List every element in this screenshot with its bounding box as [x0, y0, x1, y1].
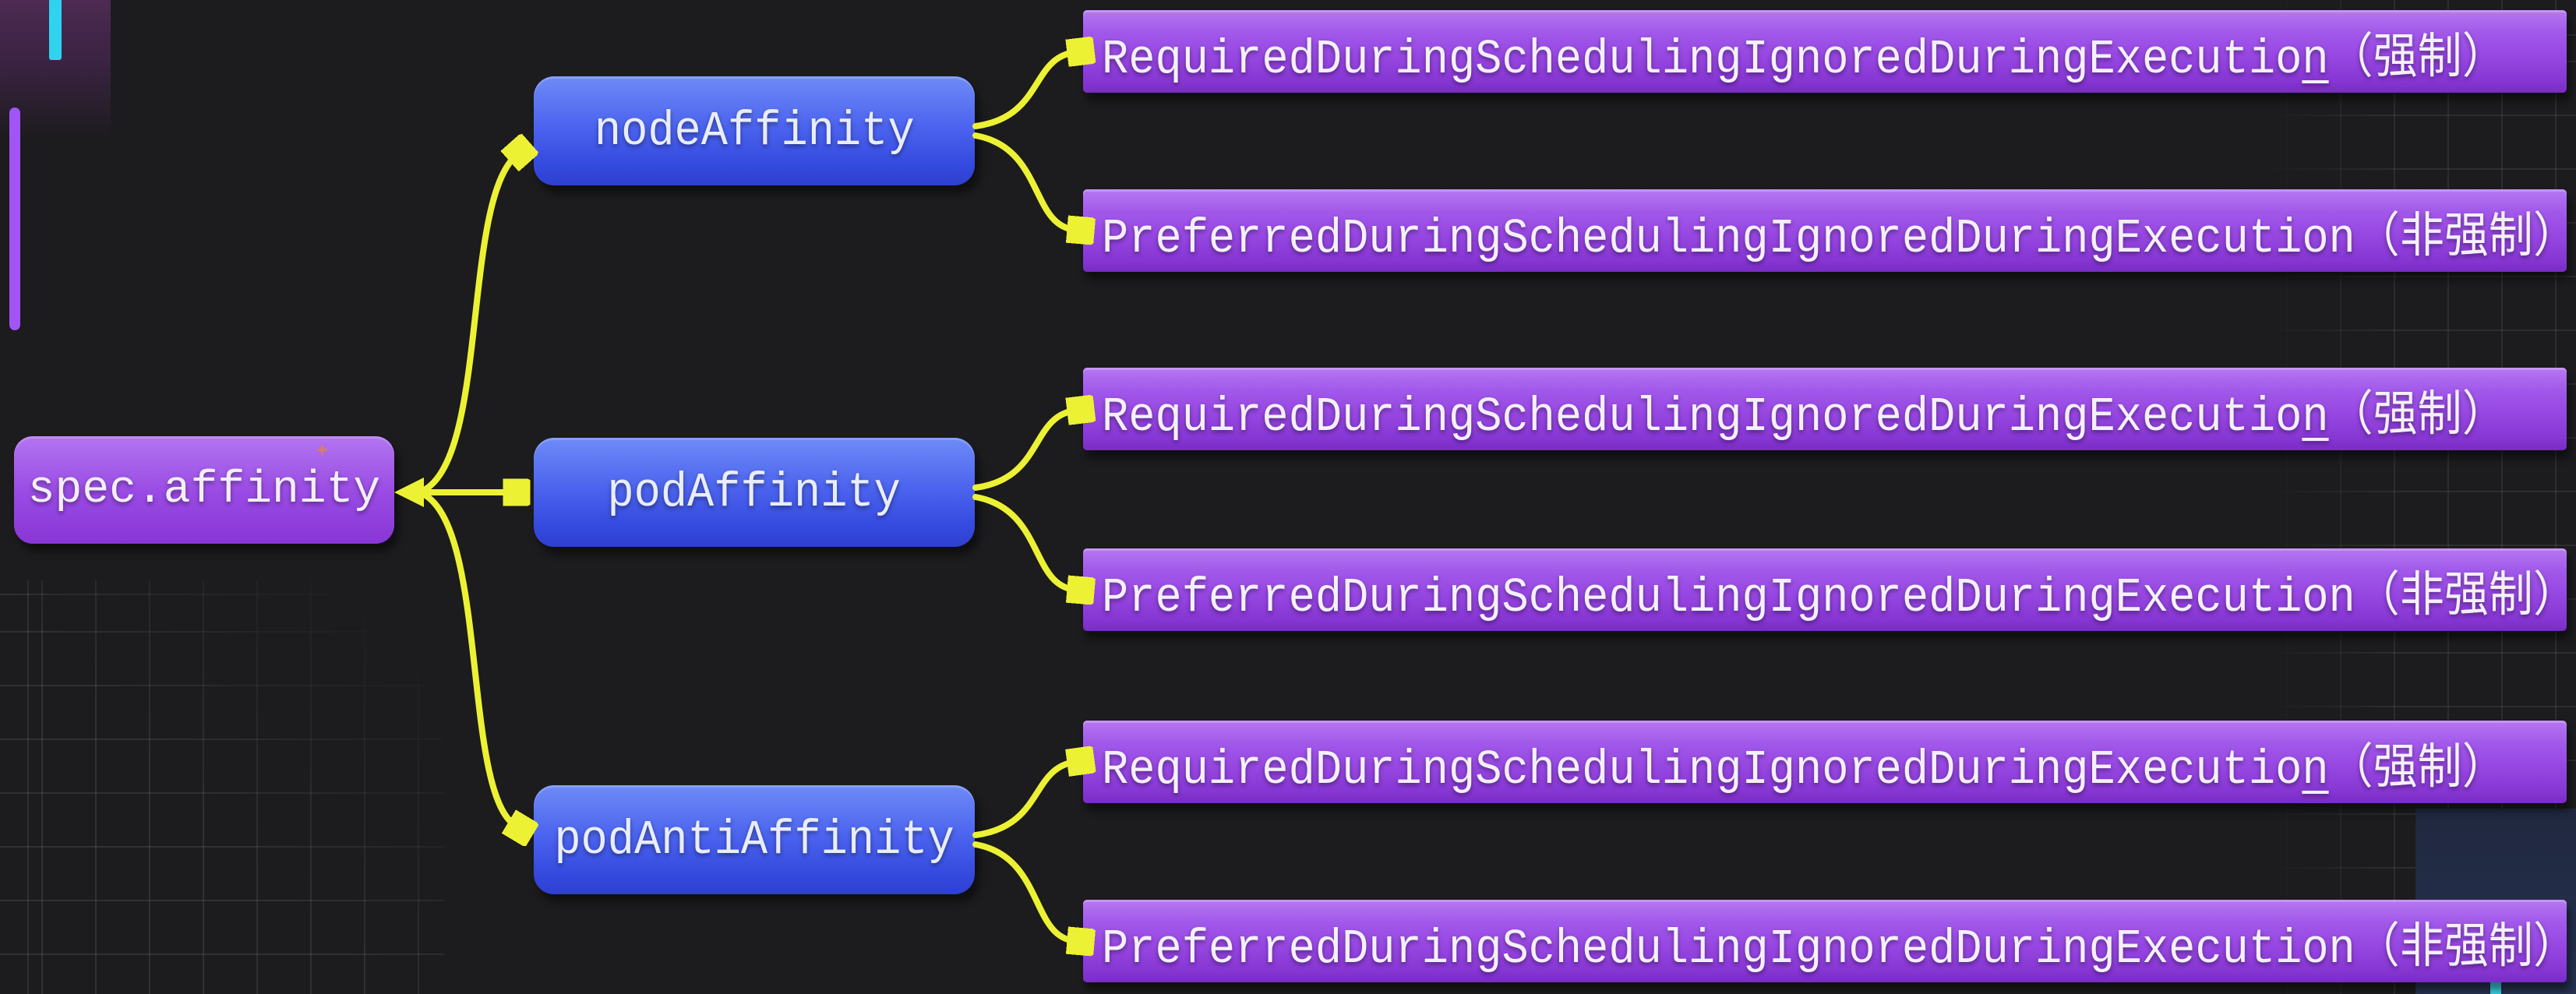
arrow-podantiaffinity-to-preferred — [972, 841, 1075, 941]
arrow-nodeaffinity-to-preferred — [972, 132, 1075, 230]
leaf-label-main: PreferredDuringSchedulingIgnoredDuringEx… — [1102, 569, 2355, 626]
leaf-label-main: PreferredDuringSchedulingIgnoredDuringEx… — [1102, 210, 2355, 266]
leaf-label-suffix: （非强制） — [2355, 921, 2576, 977]
leaf-label-underlined: n — [2302, 389, 2329, 445]
leaf-label: RequiredDuringSchedulingIgnoredDuringExe… — [1102, 374, 2507, 445]
root-node-spec-affinity: spec.affinity — [14, 436, 394, 544]
leaf-node-podaffinity-required: RequiredDuringSchedulingIgnoredDuringExe… — [1083, 368, 2567, 450]
branch-node-podaffinity: podAffinity — [534, 438, 975, 547]
leaf-label-suffix: （强制） — [2328, 31, 2507, 87]
background-grid-bottom-left — [0, 580, 444, 994]
leaf-label-underlined: n — [2302, 31, 2329, 87]
leaf-label-main: RequiredDuringSchedulingIgnoredDuringExe… — [1102, 742, 2303, 798]
leaf-label-main: RequiredDuringSchedulingIgnoredDuringExe… — [1102, 31, 2303, 87]
purple-bar-decoration — [9, 108, 20, 330]
branch-node-label: podAffinity — [607, 464, 902, 520]
leaf-label: PreferredDuringSchedulingIgnoredDuringEx… — [1102, 555, 2576, 626]
leaf-node-podantiaffinity-required: RequiredDuringSchedulingIgnoredDuringExe… — [1083, 721, 2567, 803]
branch-node-label: podAntiAffinity — [554, 812, 955, 868]
cyan-tick-bottom-right — [2490, 980, 2501, 994]
arrow-junction-wedge — [394, 478, 424, 507]
leaf-node-podaffinity-preferred: PreferredDuringSchedulingIgnoredDuringEx… — [1083, 548, 2576, 631]
leaf-label: RequiredDuringSchedulingIgnoredDuringExe… — [1102, 727, 2507, 798]
leaf-node-nodeaffinity-required: RequiredDuringSchedulingIgnoredDuringExe… — [1083, 10, 2567, 93]
leaf-label-suffix: （非强制） — [2355, 210, 2576, 266]
arrow-podaffinity-to-required — [972, 411, 1075, 491]
branch-node-podantiaffinity: podAntiAffinity — [534, 785, 975, 894]
leaf-label-main: RequiredDuringSchedulingIgnoredDuringExe… — [1102, 389, 2303, 445]
root-node-label: spec.affinity — [27, 464, 381, 516]
leaf-label: PreferredDuringSchedulingIgnoredDuringEx… — [1102, 196, 2576, 266]
arrow-nodeaffinity-to-required — [972, 52, 1075, 129]
leaf-label-suffix: （非强制） — [2355, 569, 2576, 626]
leaf-label-underlined: n — [2302, 742, 2329, 798]
branch-node-label: nodeAffinity — [594, 103, 915, 159]
cyan-bar-decoration — [49, 0, 62, 60]
leaf-label: RequiredDuringSchedulingIgnoredDuringExe… — [1102, 16, 2507, 87]
leaf-label-main: PreferredDuringSchedulingIgnoredDuringEx… — [1102, 921, 2355, 977]
branch-node-nodeaffinity: nodeAffinity — [534, 76, 975, 185]
arrow-podantiaffinity-to-required — [972, 762, 1075, 838]
arrow-root-to-nodeaffinity — [416, 156, 516, 495]
leaf-node-podantiaffinity-preferred: PreferredDuringSchedulingIgnoredDuringEx… — [1083, 900, 2576, 982]
leaf-label-suffix: （强制） — [2328, 389, 2507, 445]
leaf-label-suffix: （强制） — [2328, 742, 2507, 798]
arrow-podaffinity-to-preferred — [972, 494, 1075, 590]
leaf-label: PreferredDuringSchedulingIgnoredDuringEx… — [1102, 906, 2576, 977]
leaf-node-nodeaffinity-preferred: PreferredDuringSchedulingIgnoredDuringEx… — [1083, 189, 2576, 272]
